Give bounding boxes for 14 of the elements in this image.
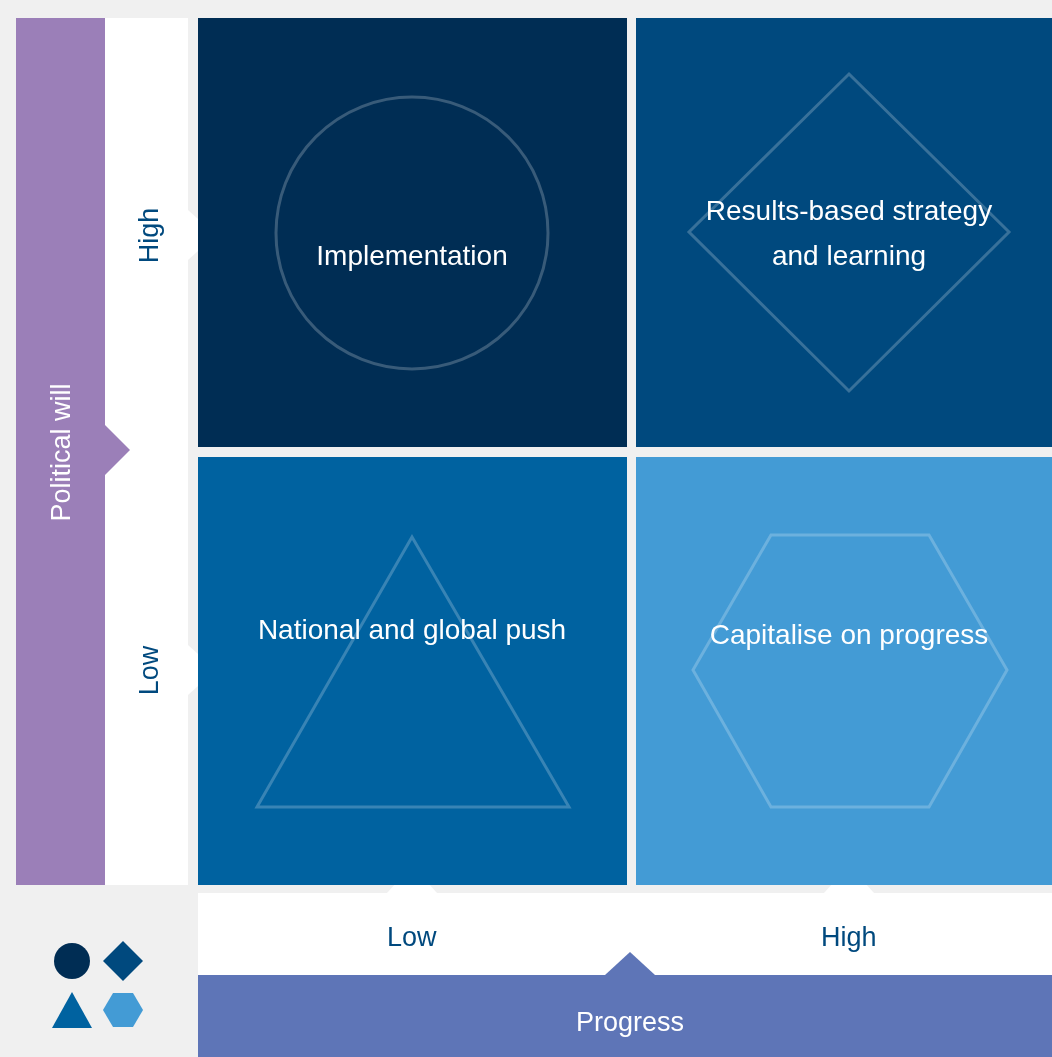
quadrant-label: Capitalise on progress [708, 618, 990, 652]
axis-tick-label: High [134, 207, 166, 263]
quadrant-label: Implementation [315, 239, 509, 273]
axis-tick-label: High [821, 921, 877, 953]
quadrant-box [198, 18, 627, 447]
axis-tick-label: Low [134, 645, 166, 695]
axis-title: Political will [45, 383, 77, 521]
quadrant-label: Results-based strategy and learning [704, 194, 994, 274]
quadrant-box [198, 457, 627, 885]
quadrant-box [636, 457, 1052, 885]
quadrant-label: National and global push [256, 613, 568, 647]
axis-title: Progress [576, 1006, 685, 1038]
quadrant-box [636, 18, 1052, 447]
axis-tick-label: Low [387, 921, 437, 953]
